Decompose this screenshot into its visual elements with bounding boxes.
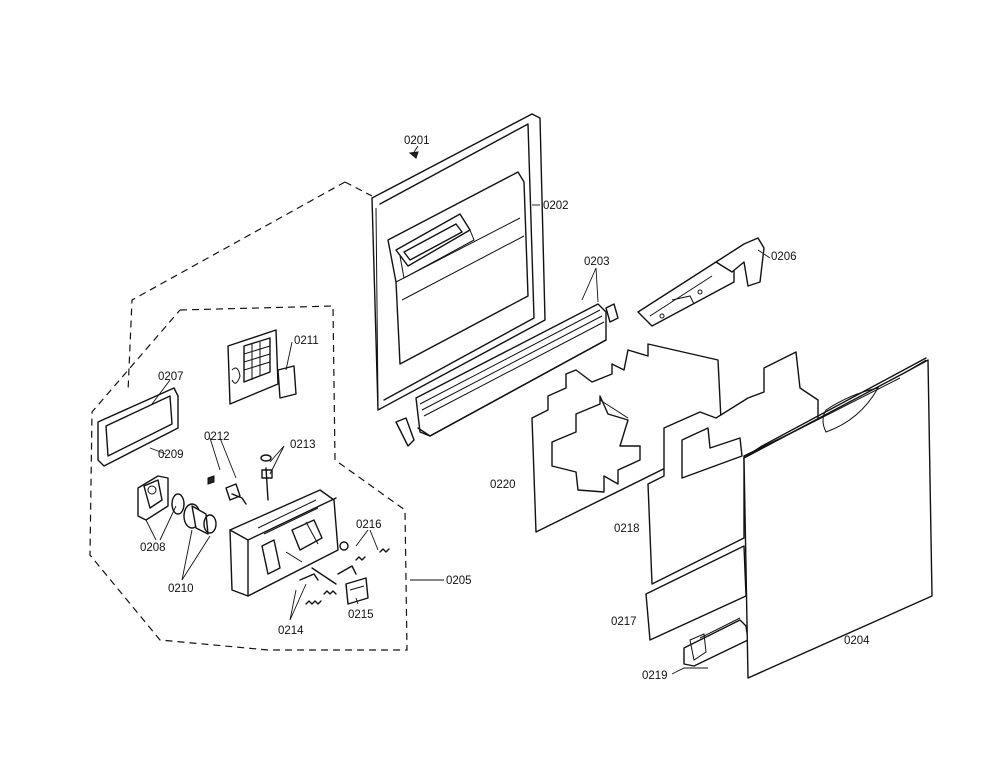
label-0206: 0206 <box>771 251 797 263</box>
pin-bolt <box>260 454 273 501</box>
label-0209: 0209 <box>158 449 184 461</box>
toe-plate-bracket <box>683 617 749 667</box>
label-0201: 0201 <box>404 135 430 147</box>
label-0205: 0205 <box>446 575 472 587</box>
label-0219: 0219 <box>642 670 668 682</box>
screw <box>408 151 419 159</box>
label-0203: 0203 <box>584 256 610 268</box>
control-panel-gasket <box>97 387 179 467</box>
rinse-aid-seal <box>171 493 217 535</box>
control-module-housing <box>229 489 339 597</box>
label-0208: 0208 <box>140 542 166 554</box>
insulation-panel <box>531 343 723 533</box>
outer-dashed-boundary <box>127 181 373 393</box>
label-0210: 0210 <box>168 583 194 595</box>
inner-door-panel <box>371 113 546 411</box>
label-0211: 0211 <box>294 335 319 347</box>
springs <box>299 565 357 605</box>
switch-block <box>345 577 369 605</box>
label-0213: 0213 <box>290 439 316 451</box>
dispenser-cover <box>137 475 169 521</box>
small-fittings <box>339 541 390 561</box>
filter-frame <box>227 329 297 405</box>
part-labels: 0201 0202 0203 0206 0211 0207 0212 0213 … <box>140 135 870 682</box>
label-0204: 0204 <box>844 635 870 647</box>
label-0212: 0212 <box>204 431 230 443</box>
leader-lines <box>145 145 771 675</box>
latch-lever <box>207 475 247 505</box>
label-0214: 0214 <box>278 625 304 637</box>
control-module-dashed-boundary <box>89 305 408 651</box>
door-trim-strip <box>395 303 619 447</box>
label-0207: 0207 <box>158 371 184 383</box>
outer-door-panel <box>743 357 933 679</box>
label-0220: 0220 <box>490 479 516 491</box>
label-0218: 0218 <box>614 523 640 535</box>
label-0215: 0215 <box>348 609 374 621</box>
label-0216: 0216 <box>356 519 382 531</box>
hinge-bracket <box>637 237 765 327</box>
label-0217: 0217 <box>611 616 637 628</box>
label-0202: 0202 <box>543 200 569 212</box>
